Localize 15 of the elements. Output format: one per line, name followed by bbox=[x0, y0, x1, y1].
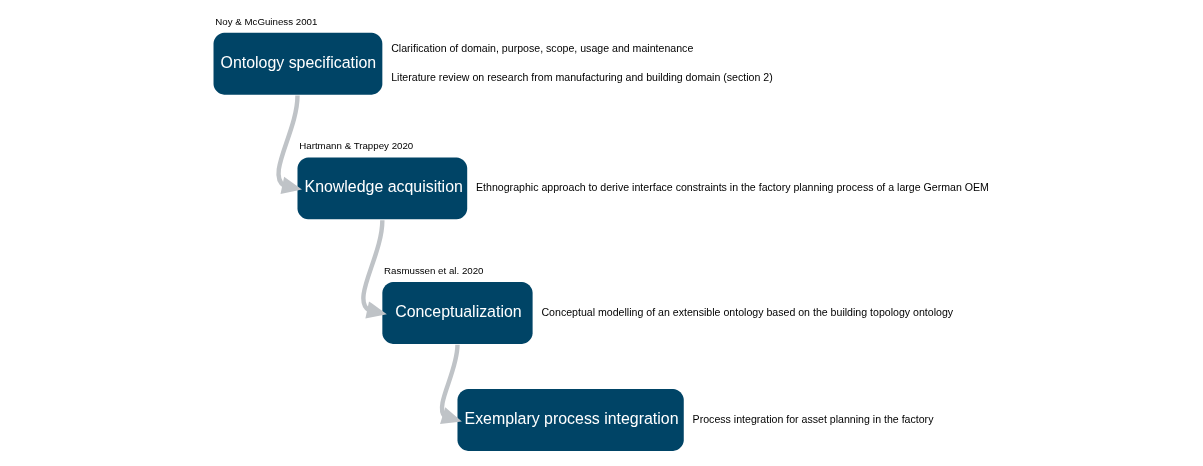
node-label: Ethnographic approach to derive interface constraints in the factory planning process of a large German OEM bbox=[475, 181, 989, 194]
node-box: Knowledge acquisition bbox=[297, 157, 467, 220]
node-label: Hartmann & Trappey 2020 bbox=[298, 140, 413, 152]
node-label: Process integration for asset planning in the factory bbox=[692, 412, 933, 425]
arrow bbox=[275, 95, 302, 194]
node-label: Clarification of domain, purpose, scope, usage and maintenance bbox=[390, 42, 693, 55]
arrow bbox=[439, 344, 462, 424]
node-box: Exemplary process integration bbox=[457, 389, 684, 451]
node-box: Conceptualization bbox=[381, 282, 533, 344]
node-label: Rasmussen et al. 2020 bbox=[383, 264, 484, 276]
node-label: Conceptual modelling of an extensible ontology based on the building topology ontology bbox=[540, 305, 953, 318]
node-label: Literature review on research from manufacturing and building domain (section 2) bbox=[390, 70, 773, 83]
arrow bbox=[360, 220, 387, 319]
node-box: Ontology specification bbox=[213, 32, 382, 95]
node-label: Noy & McGuiness 2001 bbox=[214, 15, 317, 27]
